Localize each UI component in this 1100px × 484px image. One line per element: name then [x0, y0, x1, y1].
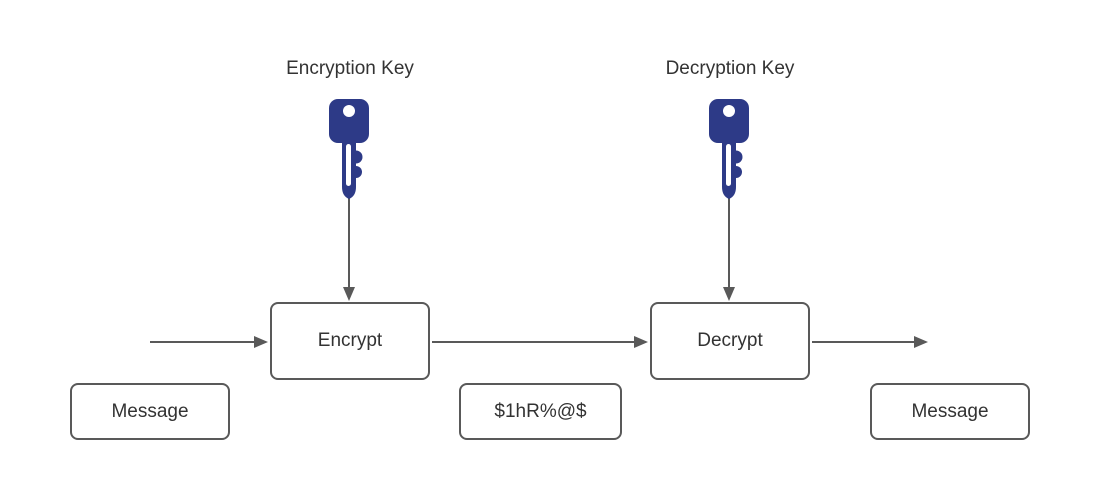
encrypt-box-label: Encrypt [317, 330, 383, 351]
message-input-label: Message [111, 400, 189, 422]
decrypt-box: Decrypt [650, 302, 810, 380]
decryption-key-arrowhead-icon [723, 287, 735, 301]
output-arrowhead-icon [914, 336, 928, 348]
encrypt-to-decrypt-arrowhead-icon [634, 336, 648, 348]
decryption-key-arrow-line [728, 196, 730, 288]
ciphertext-box: $1hR%@$ [459, 383, 622, 440]
encryption-key-arrow-line [348, 196, 350, 288]
message-output-box: Message [870, 383, 1030, 440]
decryption-key-icon [709, 99, 749, 199]
encrypt-box: Encrypt [270, 302, 430, 380]
encryption-key-icon [329, 99, 369, 199]
encrypt-to-decrypt-arrow-line [432, 341, 635, 343]
ciphertext-label: $1hR%@$ [494, 400, 587, 422]
encryption-key-label: Encryption Key [286, 58, 414, 79]
encryption-key-arrowhead-icon [343, 287, 355, 301]
decrypt-box-label: Decrypt [697, 330, 763, 351]
decryption-key-label: Decryption Key [665, 58, 795, 79]
message-input-box: Message [70, 383, 230, 440]
input-arrow-line [150, 341, 256, 343]
message-output-label: Message [911, 400, 989, 422]
input-arrowhead-icon [254, 336, 268, 348]
output-arrow-line [812, 341, 915, 343]
